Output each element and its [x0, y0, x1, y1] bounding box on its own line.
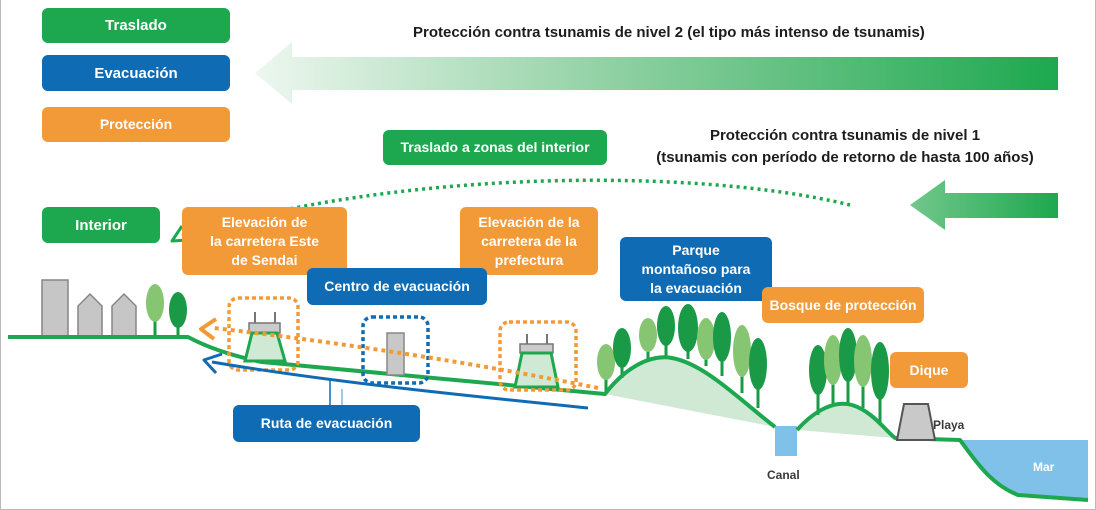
terrain-label-canal: Canal	[767, 468, 800, 482]
label-dique: Dique	[890, 352, 968, 388]
tree	[639, 318, 657, 352]
sea	[960, 440, 1088, 500]
label-parque-montanoso: Parque montañoso para la evacuación	[620, 237, 772, 301]
level1-heading-line: Protección contra tsunamis de nivel 1	[709, 127, 981, 144]
protection-dotted-arrow	[199, 317, 599, 390]
terrain-label-mar: Mar	[1033, 460, 1055, 474]
tree	[871, 342, 889, 400]
label-text: Interior	[75, 216, 127, 234]
label-line: Elevación de	[221, 213, 308, 230]
canal	[775, 426, 797, 456]
label-centro-evacuacion: Centro de evacuación	[307, 268, 487, 305]
hill-trees	[597, 304, 767, 408]
tree	[713, 312, 731, 362]
ground-line	[8, 335, 777, 429]
tree	[824, 335, 842, 385]
legend-traslado-label: Traslado	[105, 17, 167, 34]
evacuation-center-highlight	[361, 315, 430, 385]
legend-traslado: Traslado	[42, 8, 230, 43]
label-elevacion-carretera-este: Elevación de la carretera Este de Sendai	[182, 207, 347, 275]
inland-buildings	[41, 279, 137, 338]
label-line: montañoso para	[641, 260, 751, 277]
dike	[895, 403, 937, 441]
tree	[146, 284, 164, 322]
label-interior: Interior	[42, 207, 160, 243]
coastal-forest-hill	[797, 403, 895, 438]
level2-tsunami-arrow	[255, 42, 1058, 104]
elevated-road-sendai-east-highlight	[227, 296, 300, 372]
tree	[613, 328, 631, 368]
ground-line-coast	[795, 401, 1089, 502]
evacuation-center-building	[386, 332, 405, 376]
label-bosque-proteccion: Bosque de protección	[762, 287, 924, 323]
label-line: Elevación de la	[478, 213, 580, 230]
level2-heading: Protección contra tsunamis de nivel 2 (e…	[413, 24, 925, 41]
terrain-label-playa: Playa	[933, 418, 965, 432]
label-text: Traslado a zonas del interior	[400, 139, 590, 155]
label-traslado-interior: Traslado a zonas del interior	[383, 130, 607, 165]
level1-tsunami-arrow	[910, 180, 1058, 230]
evacuation-route-arrow	[202, 352, 589, 410]
level1-heading-line: (tsunamis con período de retorno de hast…	[656, 149, 1034, 166]
label-text: Dique	[909, 361, 949, 378]
legend-proteccion-label: Protección	[99, 116, 173, 132]
tree	[678, 304, 698, 352]
legend-proteccion: Protección	[42, 107, 230, 142]
label-line: de Sendai	[231, 251, 298, 268]
elevated-road-prefecture-highlight	[498, 320, 578, 392]
tree	[697, 318, 715, 360]
label-ruta-evacuacion: Ruta de evacuación	[233, 405, 420, 442]
label-text: Bosque de protección	[769, 296, 917, 313]
label-text: Centro de evacuación	[324, 278, 470, 294]
tree	[597, 344, 615, 380]
elevated-road-prefecture	[513, 334, 560, 389]
legend-evacuacion: Evacuación	[42, 55, 230, 91]
label-elevacion-carretera-prefectura: Elevación de la carretera de la prefectu…	[460, 207, 598, 275]
inland-trees	[146, 284, 187, 337]
protection-forest-trees	[809, 328, 889, 425]
tree	[809, 345, 827, 395]
legend-evacuacion-label: Evacuación	[94, 64, 178, 82]
tree	[169, 292, 187, 328]
level1-heading: Protección contra tsunamis de nivel 1 (t…	[630, 125, 1060, 169]
label-line: la carretera Este	[210, 232, 319, 249]
label-line: prefectura	[494, 251, 564, 268]
label-text: Ruta de evacuación	[260, 415, 393, 431]
tree	[854, 335, 872, 387]
tree	[839, 328, 857, 382]
tree	[733, 325, 751, 377]
label-line: la evacuación	[650, 279, 742, 296]
label-line: Parque	[672, 241, 720, 258]
house	[111, 292, 137, 338]
tree	[749, 338, 767, 390]
tree	[657, 306, 675, 346]
label-line: carretera de la	[481, 232, 577, 249]
house	[77, 292, 103, 338]
tall-building	[41, 279, 69, 338]
evacuation-hill	[605, 357, 775, 427]
